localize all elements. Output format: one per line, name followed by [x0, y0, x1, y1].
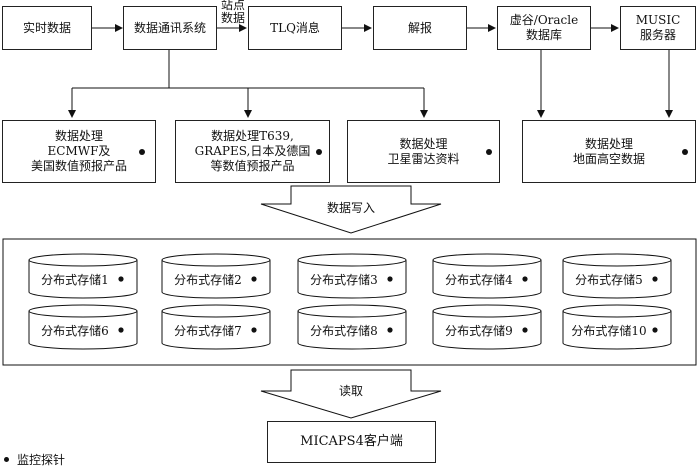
monitor-probe-dot [682, 149, 688, 155]
monitor-probe-dot [522, 327, 528, 333]
processing-label-line: 卫星雷达资料 [387, 151, 460, 166]
legend-label: 监控探针 [17, 453, 66, 467]
processing-box-surface-upper-air: 数据处理 地面高空数据 [522, 120, 696, 183]
storage-label: 分布式存储3 [310, 273, 378, 287]
monitor-probe-dot [139, 149, 145, 155]
storage-cylinder [297, 304, 407, 350]
storage-cylinder [562, 304, 672, 350]
storage-area-frame [2, 238, 697, 366]
processing-label-line: 数据处理T639, [211, 129, 294, 143]
processing-label-line: 数据处理 [584, 136, 633, 151]
processing-label-line: 美国数值预报产品 [30, 159, 127, 173]
storage-label: 分布式存储2 [174, 273, 242, 287]
tlq-message-box: TLQ消息 [248, 6, 342, 50]
station-data-label-line2: 数据 [220, 11, 245, 25]
storage-cylinders [28, 253, 672, 350]
storage-cylinder [28, 253, 138, 299]
processing-box-t639: 数据处理T639, GRAPES,日本及德国 等数值预报产品 [175, 120, 330, 183]
comm-system-label: 数据通讯系统 [133, 20, 206, 35]
monitor-probe-dot [118, 327, 124, 333]
music-server-label-line2: 服务器 [639, 28, 676, 42]
monitor-probe-dot [316, 149, 322, 155]
processing-label-line: 等数值预报产品 [210, 159, 295, 173]
station-data-label: 站点 数据 [220, 0, 246, 25]
storage-label: 分布式存储1 [41, 273, 109, 287]
tlq-message-label: TLQ消息 [270, 20, 320, 35]
monitor-probe-dot [251, 276, 257, 282]
storage-cylinder [432, 253, 542, 299]
realtime-data-label: 实时数据 [22, 20, 71, 35]
monitor-probe-dot [652, 276, 658, 282]
storage-cylinder [161, 304, 271, 350]
storage-cylinder [562, 253, 672, 299]
decode-box: 解报 [373, 6, 467, 50]
legend-dot [4, 457, 9, 462]
write-label: 数据写入 [326, 201, 375, 215]
database-label-line1: 虚谷/Oracle [509, 13, 579, 27]
monitor-probe-dot [652, 327, 658, 333]
storage-label: 分布式存储9 [445, 324, 513, 338]
storage-label: 分布式存储6 [41, 324, 109, 338]
storage-label: 分布式存储5 [575, 273, 643, 287]
storage-cylinder [161, 253, 271, 299]
processing-label-line: 数据处理 [54, 129, 103, 143]
storage-cylinder [297, 253, 407, 299]
monitor-probe-dot [387, 327, 393, 333]
comm-system-box: 数据通讯系统 [123, 6, 217, 50]
monitor-probe-dot [522, 276, 528, 282]
storage-label: 分布式存储4 [445, 273, 513, 287]
processing-box-satellite-radar: 数据处理 卫星雷达资料 [347, 120, 500, 183]
storage-label: 分布式存储8 [310, 324, 378, 338]
monitor-probe-dot [387, 276, 393, 282]
database-label-line2: 数据库 [525, 28, 562, 42]
processing-label-line: 数据处理 [399, 136, 448, 151]
read-block-arrow [260, 369, 442, 419]
monitor-probe-dot [486, 149, 492, 155]
write-block-arrow [260, 185, 442, 234]
database-box: 虚谷/Oracle 数据库 [497, 6, 591, 50]
processing-label-line: 地面高空数据 [572, 151, 645, 166]
processing-label-line: GRAPES,日本及德国 [194, 144, 311, 158]
realtime-data-box: 实时数据 [2, 6, 92, 50]
storage-label: 分布式存储7 [174, 324, 242, 338]
storage-label: 分布式存储10 [571, 324, 647, 338]
legend: 监控探针 [4, 451, 65, 468]
processing-label-line: ECMWF及 [47, 144, 111, 158]
storage-cylinder [28, 304, 138, 350]
read-label: 读取 [338, 384, 363, 398]
micaps4-client-box: MICAPS4客户端 [267, 421, 436, 463]
micaps4-client-label: MICAPS4客户端 [300, 433, 403, 449]
music-server-label-line1: MUSIC [635, 13, 681, 27]
decode-label: 解报 [407, 20, 432, 35]
processing-box-ecmwf: 数据处理 ECMWF及 美国数值预报产品 [2, 120, 156, 183]
music-server-box: MUSIC 服务器 [620, 6, 696, 50]
monitor-probe-dot [251, 327, 257, 333]
station-data-label-line1: 站点 [220, 0, 245, 12]
monitor-probe-dot [118, 276, 124, 282]
storage-cylinder [432, 304, 542, 350]
